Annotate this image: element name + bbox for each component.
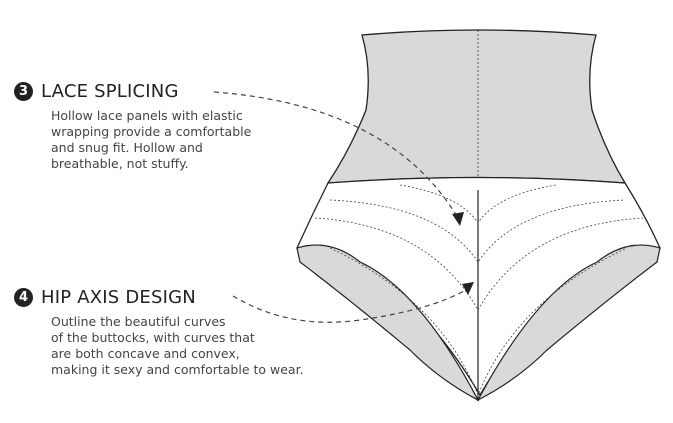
waist-band — [326, 29, 627, 184]
number-badge: 4 — [14, 288, 33, 307]
feature-lace-splicing: 3 LACE SPLICING Hollow lace panels with … — [14, 81, 251, 172]
hip-axis-pointer — [232, 289, 467, 323]
feature-title: LACE SPLICING — [41, 81, 179, 102]
arrowhead-icon — [462, 282, 474, 295]
feature-title: HIP AXIS DESIGN — [41, 287, 196, 308]
feature-description: Hollow lace panels with elastic wrapping… — [51, 108, 252, 171]
number-badge: 3 — [14, 82, 33, 101]
lace-splicing-pointer — [213, 91, 459, 219]
stitch-lines — [314, 184, 644, 397]
feature-description: Outline the beautiful curves of the butt… — [51, 314, 304, 377]
arrowhead-icon — [452, 212, 464, 226]
feature-hip-axis-design: 4 HIP AXIS DESIGN Outline the beautiful … — [14, 287, 304, 378]
